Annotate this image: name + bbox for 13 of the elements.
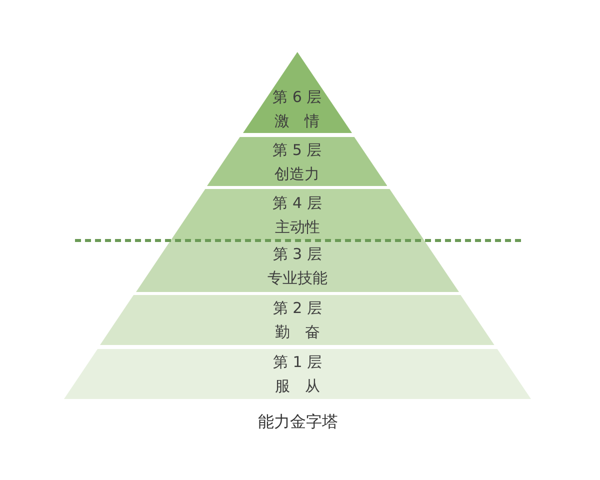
level-name: 创造力 (274, 164, 320, 184)
level-label: 第 5 层 (272, 140, 322, 160)
level-name: 专业技能 (267, 268, 328, 289)
level-label: 第 4 层 (272, 192, 322, 214)
level-name: 服 从 (275, 376, 320, 397)
caption-text: 能力金字塔 (258, 411, 338, 433)
level-label: 第 3 层 (272, 244, 322, 265)
level-name: 主动性 (274, 216, 320, 238)
level-label: 第 1 层 (272, 352, 322, 373)
level-name: 激 情 (274, 111, 320, 132)
level-label: 第 2 层 (272, 298, 322, 319)
level-label: 第 6 层 (272, 87, 322, 108)
level-name: 勤 奋 (274, 322, 320, 343)
